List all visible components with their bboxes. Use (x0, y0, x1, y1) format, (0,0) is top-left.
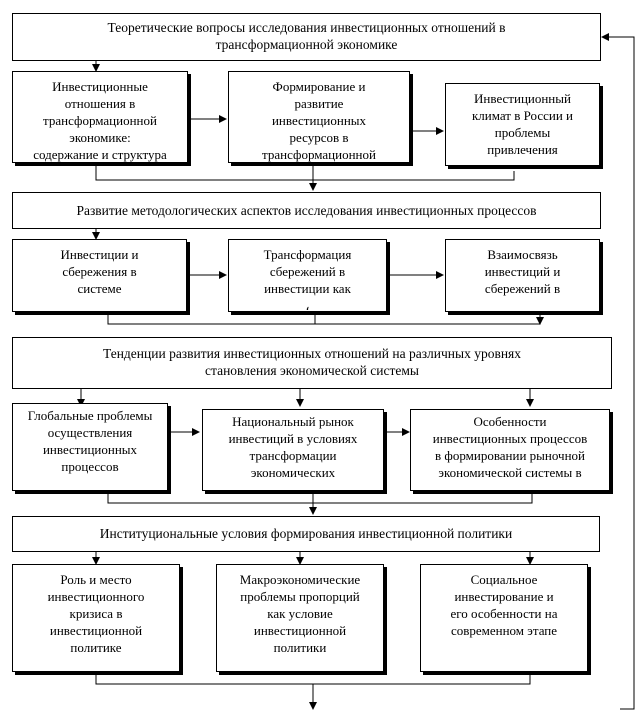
box-macroeconomic-problems: Макроэкономические проблемы пропорций ка… (216, 564, 384, 672)
box-text: Социальное инвестирование и его особенно… (450, 572, 558, 638)
box-investment-savings: Инвестиции и сбережения в системе (12, 239, 187, 312)
box-text: Инвестиции и сбережения в системе (60, 247, 139, 296)
box-social-investment: Социальное инвестирование и его особенно… (420, 564, 588, 672)
box-text: Особенности инвестиционных процессов в ф… (432, 414, 588, 480)
merge-line-row1 (95, 166, 515, 181)
title-text: Развитие методологических аспектов иссле… (76, 203, 537, 218)
box-text: Роль и место инвестиционного кризиса в и… (47, 572, 145, 655)
title-methodological-aspects: Развитие методологических аспектов иссле… (12, 192, 601, 229)
box-investment-savings-link: Взаимосвязь инвестиций и сбережений в (445, 239, 600, 312)
box-global-problems: Глобальные проблемы осуществления инвест… (12, 403, 168, 491)
box-investment-resources: Формирование и развитие инвестиционных р… (228, 71, 410, 163)
box-crisis-role: Роль и место инвестиционного кризиса в и… (12, 564, 180, 672)
box-text: Формирование и развитие инвестиционных р… (262, 79, 376, 162)
title-theoretical-issues: Теоретические вопросы исследования инвес… (12, 13, 601, 61)
box-text: Национальный рынок инвестиций в условиях… (228, 414, 358, 480)
title-text: Институциональные условия формирования и… (99, 526, 513, 541)
box-text: Трансформация сбережений в инвестиции ка… (263, 247, 352, 312)
box-text: Инвестиционный климат в России и проблем… (471, 91, 574, 157)
title-development-trends: Тенденции развития инвестиционных отноше… (12, 337, 612, 389)
box-text: Глобальные проблемы осуществления инвест… (27, 408, 153, 474)
merge-line-row2 (107, 312, 541, 325)
box-text: Взаимосвязь инвестиций и сбережений в (484, 247, 561, 296)
box-text: Макроэкономические проблемы пропорций ка… (239, 572, 361, 655)
box-investment-features: Особенности инвестиционных процессов в ф… (410, 409, 610, 491)
merge-line-row4 (95, 672, 531, 685)
merge-line-row3 (107, 491, 533, 504)
title-institutional-conditions: Институциональные условия формирования и… (12, 516, 600, 552)
title-text: Теоретические вопросы исследования инвес… (107, 20, 506, 52)
box-savings-transformation: Трансформация сбережений в инвестиции ка… (228, 239, 387, 312)
title-text: Тенденции развития инвестиционных отноше… (102, 346, 522, 378)
box-investment-relations: Инвестиционные отношения в трансформацио… (12, 71, 188, 163)
feedback-loop-line (605, 36, 635, 710)
box-national-market: Национальный рынок инвестиций в условиях… (202, 409, 384, 491)
box-investment-climate: Инвестиционный климат в России и проблем… (445, 83, 600, 166)
box-text: Инвестиционные отношения в трансформацио… (33, 79, 167, 162)
